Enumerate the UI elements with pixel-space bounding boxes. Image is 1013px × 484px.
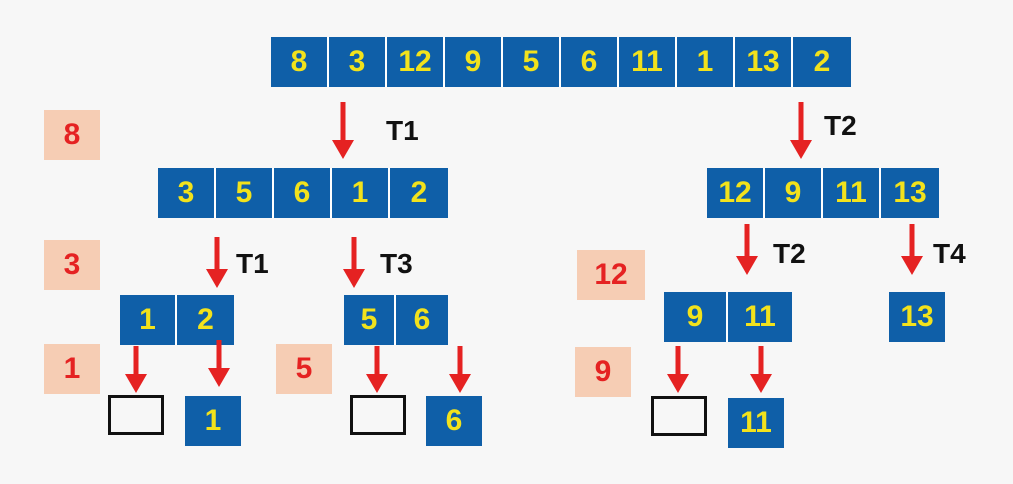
thread-label-t2-mid: T2 [773, 238, 806, 269]
arrow-down-icon [208, 340, 230, 388]
arrow-down-icon [206, 237, 228, 289]
array-leaf-11: 11 [728, 398, 784, 448]
arrow-down-icon [667, 346, 689, 394]
pivot-1: 1 [44, 344, 100, 394]
array-cell: 5 [216, 168, 274, 218]
arrow-down-icon [332, 102, 354, 160]
array-cell: 11 [823, 168, 881, 218]
thread-label-t2-top: T2 [824, 110, 857, 141]
pivot-5: 5 [276, 344, 332, 394]
array-cell: 6 [396, 295, 448, 345]
thread-label-t1-mid: T1 [236, 248, 269, 279]
empty-partition-box [350, 395, 406, 435]
empty-partition-box [108, 395, 164, 435]
array-cell: 12 [707, 168, 765, 218]
array-cell: 8 [271, 37, 329, 87]
pivot-8: 8 [44, 110, 100, 160]
empty-partition-box [651, 396, 707, 436]
array-cell: 2 [177, 295, 234, 345]
array-cell: 2 [793, 37, 851, 87]
array-cell: 12 [387, 37, 445, 87]
array-cell: 3 [329, 37, 387, 87]
array-cell: 11 [619, 37, 677, 87]
array-cell: 9 [765, 168, 823, 218]
array-cell: 13 [735, 37, 793, 87]
thread-label-t3-mid: T3 [380, 248, 413, 279]
array-cell: 13 [889, 292, 945, 342]
arrow-down-icon [343, 237, 365, 289]
array-cell: 1 [677, 37, 735, 87]
array-cell: 6 [274, 168, 332, 218]
array-cell: 6 [561, 37, 619, 87]
arrow-down-icon [790, 102, 812, 160]
pivot-12: 12 [577, 250, 645, 300]
array-cell: 9 [664, 292, 728, 342]
pivot-9: 9 [575, 347, 631, 397]
array-leaf-6: 6 [426, 396, 482, 446]
arrow-down-icon [750, 346, 772, 394]
array-cell: 1 [120, 295, 177, 345]
array-cell: 2 [390, 168, 448, 218]
array-cell: 6 [426, 396, 482, 446]
thread-label-t1-top: T1 [386, 115, 419, 146]
array-cell: 1 [185, 396, 241, 446]
array-cell: 3 [158, 168, 216, 218]
arrow-down-icon [449, 346, 471, 394]
array-cell: 9 [445, 37, 503, 87]
array-cell: 13 [881, 168, 939, 218]
array-cell: 5 [344, 295, 396, 345]
array-leaf-1: 1 [185, 396, 241, 446]
array-cell: 11 [728, 292, 792, 342]
pivot-3: 3 [44, 240, 100, 290]
array-cell: 11 [728, 398, 784, 448]
arrow-down-icon [736, 224, 758, 276]
array-cell: 5 [503, 37, 561, 87]
arrow-down-icon [125, 346, 147, 394]
array-right-level2-b: 13 [889, 292, 945, 342]
thread-label-t4-mid: T4 [933, 238, 966, 269]
arrow-down-icon [901, 224, 923, 276]
array-cell: 1 [332, 168, 390, 218]
arrow-down-icon [366, 346, 388, 394]
